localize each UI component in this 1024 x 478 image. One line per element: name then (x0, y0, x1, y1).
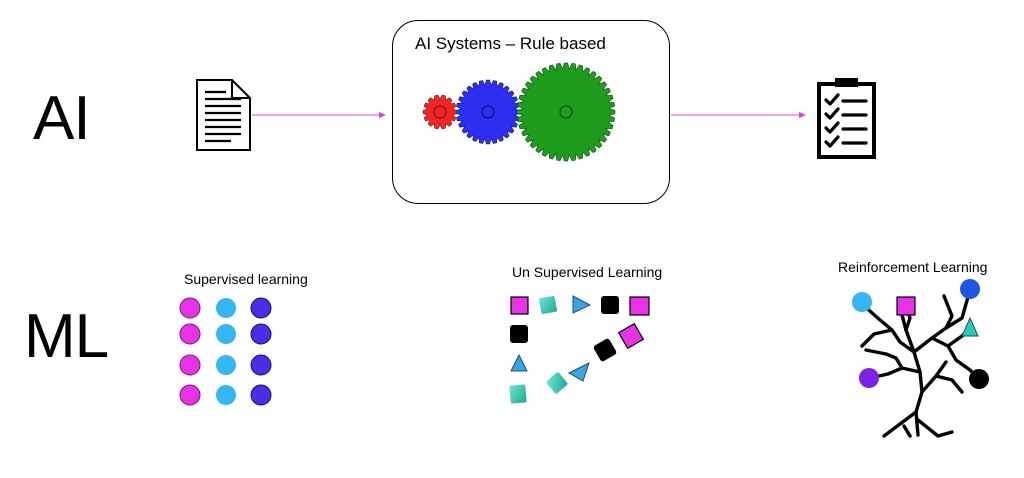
document-icon (196, 79, 251, 151)
rl-node-magenta (896, 296, 916, 316)
reinforcement-title: Reinforcement Learning (838, 259, 988, 275)
green-gear-icon (516, 62, 616, 162)
rl-node-black (969, 369, 989, 389)
unsupervised-shapes (509, 295, 650, 404)
blue-triangle (510, 353, 528, 372)
blue-triangle (572, 295, 592, 314)
rl-node-blue (960, 279, 980, 299)
reinforcement-tree (852, 279, 989, 438)
magenta-square (617, 322, 645, 350)
red-gear-icon (422, 94, 458, 130)
magenta-square (510, 296, 529, 315)
gears-group (422, 62, 616, 162)
teal-cube (509, 384, 527, 404)
teal-cube (546, 372, 568, 394)
output-arrow (671, 112, 806, 118)
checklist-icon (817, 78, 876, 159)
supervised-title: Supervised learning (184, 271, 308, 287)
teal-cube (539, 296, 557, 314)
black-square (601, 296, 619, 314)
supervised-column-cyan (216, 298, 236, 405)
magenta-square (629, 296, 650, 316)
blue-triangle (567, 362, 590, 382)
system-title: AI Systems – Rule based (415, 34, 606, 53)
tree-branches (860, 288, 980, 438)
rule-based-system-box: AI Systems – Rule based (392, 20, 670, 204)
supervised-dots (179, 297, 272, 406)
rl-node-purple (859, 368, 879, 388)
unsupervised-title: Un Supervised Learning (512, 264, 663, 280)
rl-node-cyan (852, 292, 872, 312)
black-square (593, 338, 617, 362)
supervised-column-indigo (250, 297, 272, 406)
rl-node-teal-triangle (961, 316, 979, 337)
ml-label: ML (24, 302, 109, 371)
black-square (510, 325, 528, 343)
ai-label: AI (33, 84, 91, 153)
supervised-column-magenta (179, 297, 201, 406)
blue-gear-icon (455, 79, 521, 145)
input-arrow (252, 112, 386, 118)
